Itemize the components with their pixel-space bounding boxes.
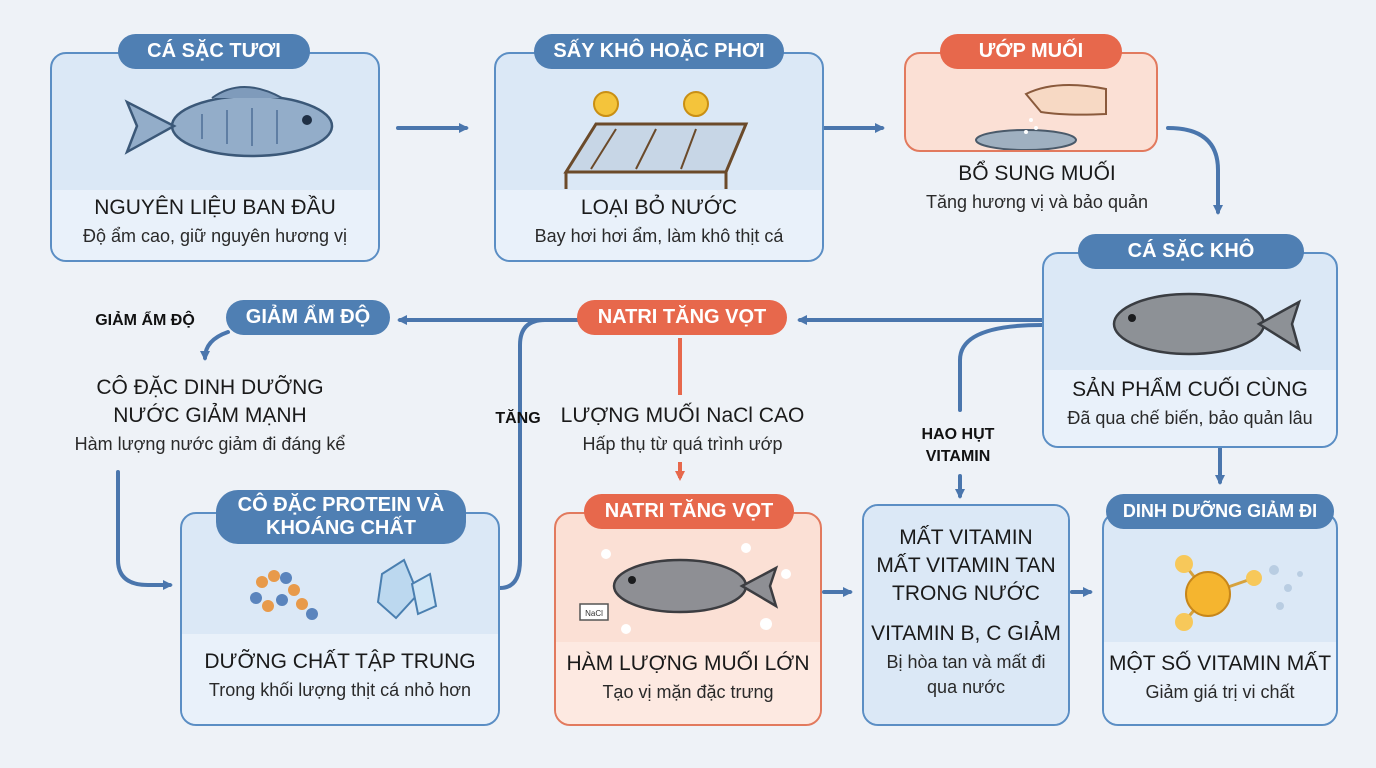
- vitamin-loss-label: HAO HỤT VITAMIN: [898, 426, 1018, 466]
- salted-fish-image: NaCl: [556, 514, 820, 646]
- dried-heading: SẢN PHẨM CUỐI CÙNG: [1072, 378, 1308, 401]
- sodium2-title: NATRI TĂNG VỌT: [584, 494, 794, 529]
- dried-sub: Đã qua chế biến, bảo quản lâu: [1067, 408, 1313, 428]
- vitamin-loss-box: MẤT VITAMIN MẤT VITAMIN TAN TRONG NƯỚC V…: [862, 504, 1070, 726]
- drying-image: [496, 54, 822, 192]
- vitamin-loss-label-2: VITAMIN: [925, 448, 991, 465]
- moisture-title: GIẢM ẨM ĐỘ: [226, 300, 390, 335]
- salted-fish-icon: NaCl: [579, 543, 791, 634]
- protein-sub: Trong khối lượng thịt cá nhỏ hơn: [208, 680, 472, 700]
- dried-title: CÁ SẶC KHÔ: [1078, 234, 1304, 269]
- vitamin-heading-4: VITAMIN B, C GIẢM: [871, 622, 1061, 645]
- increase-label: TĂNG: [495, 410, 541, 427]
- drying-rack-icon: [563, 91, 749, 189]
- drying-box: LOẠI BỎ NƯỚC Bay hơi hơi ẩm, làm khô thị…: [494, 52, 824, 262]
- sodium-text: LƯỢNG MUỐI NaCl CAO Hấp thụ từ quá trình…: [540, 404, 825, 455]
- fresh-fish-image: [52, 54, 378, 192]
- protein-title: CÔ ĐẶC PROTEIN VÀ KHOÁNG CHẤT: [216, 490, 466, 544]
- fresh-fish-box: NGUYÊN LIỆU BAN ĐẦU Độ ẩm cao, giữ nguyê…: [50, 52, 380, 262]
- moisture-side-label: GIẢM ẨM ĐỘ: [95, 312, 195, 329]
- salt-heading: BỔ SUNG MUỐI: [958, 162, 1116, 185]
- dry-heading: LOẠI BỎ NƯỚC: [580, 196, 738, 219]
- protein-crystal-icon: [250, 558, 438, 620]
- nutrition-title: DINH DƯỠNG GIẢM ĐI: [1106, 494, 1334, 529]
- dried-fish-box: SẢN PHẨM CUỐI CÙNG Đã qua chế biến, bảo …: [1042, 252, 1338, 448]
- salt-text: BỔ SUNG MUỐI Tăng hương vị và bảo quản: [904, 162, 1170, 213]
- vitamin-heading-3: TRONG NƯỚC: [892, 582, 1040, 605]
- sodium-heading: LƯỢNG MUỐI NaCl CAO: [560, 404, 805, 427]
- moisture-text: CÔ ĐẶC DINH DƯỠNG NƯỚC GIẢM MẠNH Hàm lượ…: [40, 376, 380, 455]
- salt-sub: Tăng hương vị và bảo quản: [925, 192, 1148, 212]
- vitamin-sub-2: qua nước: [927, 677, 1005, 697]
- vitamin-sub-1: Bị hòa tan và mất đi: [886, 652, 1046, 672]
- vitamin-molecule-icon: [1175, 555, 1303, 631]
- sodium2-heading: HÀM LƯỢNG MUỐI LỚN: [566, 652, 810, 675]
- moisture-heading-2: NƯỚC GIẢM MẠNH: [113, 404, 307, 427]
- nutrition-heading: MỘT SỐ VITAMIN MẤT: [1108, 652, 1332, 675]
- dried-fish-icon: [1112, 292, 1302, 356]
- fresh-fish-icon: [124, 86, 334, 158]
- arrow-moisture-to-text: [200, 330, 230, 361]
- fresh-heading: NGUYÊN LIỆU BAN ĐẦU: [94, 196, 336, 219]
- protein-image: [182, 514, 498, 638]
- sodium-title: NATRI TĂNG VỌT: [577, 300, 787, 335]
- moisture-heading-1: CÔ ĐẶC DINH DƯỠNG: [96, 376, 324, 399]
- salting-box: [904, 52, 1158, 152]
- salt-title: ƯỚP MUỐI: [940, 34, 1122, 69]
- salting-hand-icon: [975, 84, 1107, 150]
- dry-sub: Bay hơi hơi ẩm, làm khô thịt cá: [534, 226, 784, 246]
- arrow-increase-loop: [498, 318, 579, 590]
- protein-heading: DƯỠNG CHẤT TẬP TRUNG: [204, 650, 476, 673]
- vitamin-heading-1: MẤT VITAMIN: [899, 526, 1033, 549]
- arrow-text-to-protein: [116, 470, 173, 590]
- sodium2-sub: Tạo vị mặn đặc trưng: [602, 682, 774, 702]
- sodium-sub: Hấp thụ từ quá trình ướp: [582, 434, 783, 454]
- arrow-dried-to-vitamin: [958, 323, 1044, 412]
- vitamin-loss-label-1: HAO HỤT: [921, 426, 995, 443]
- dry-title: SẤY KHÔ HOẶC PHƠI: [534, 34, 784, 69]
- moisture-sub: Hàm lượng nước giảm đi đáng kể: [74, 434, 346, 454]
- fresh-title: CÁ SẶC TƯƠI: [118, 34, 310, 69]
- arrow-salt-to-dried: [1166, 126, 1223, 215]
- sodium-box: NaCl HÀM LƯỢNG MUỐI LỚN Tạo vị mặn đặc t…: [554, 512, 822, 726]
- nacl-bag-label: NaCl: [585, 609, 603, 618]
- vitamin-heading-2: MẤT VITAMIN TAN: [876, 554, 1056, 577]
- nutrition-box: MỘT SỐ VITAMIN MẤT Giảm giá trị vi chất: [1102, 512, 1338, 726]
- vitamin-image: [1104, 514, 1336, 646]
- fresh-sub: Độ ẩm cao, giữ nguyên hương vị: [82, 226, 348, 246]
- dried-fish-image: [1044, 254, 1336, 374]
- protein-box: DƯỠNG CHẤT TẬP TRUNG Trong khối lượng th…: [180, 512, 500, 726]
- nutrition-sub: Giảm giá trị vi chất: [1145, 682, 1295, 702]
